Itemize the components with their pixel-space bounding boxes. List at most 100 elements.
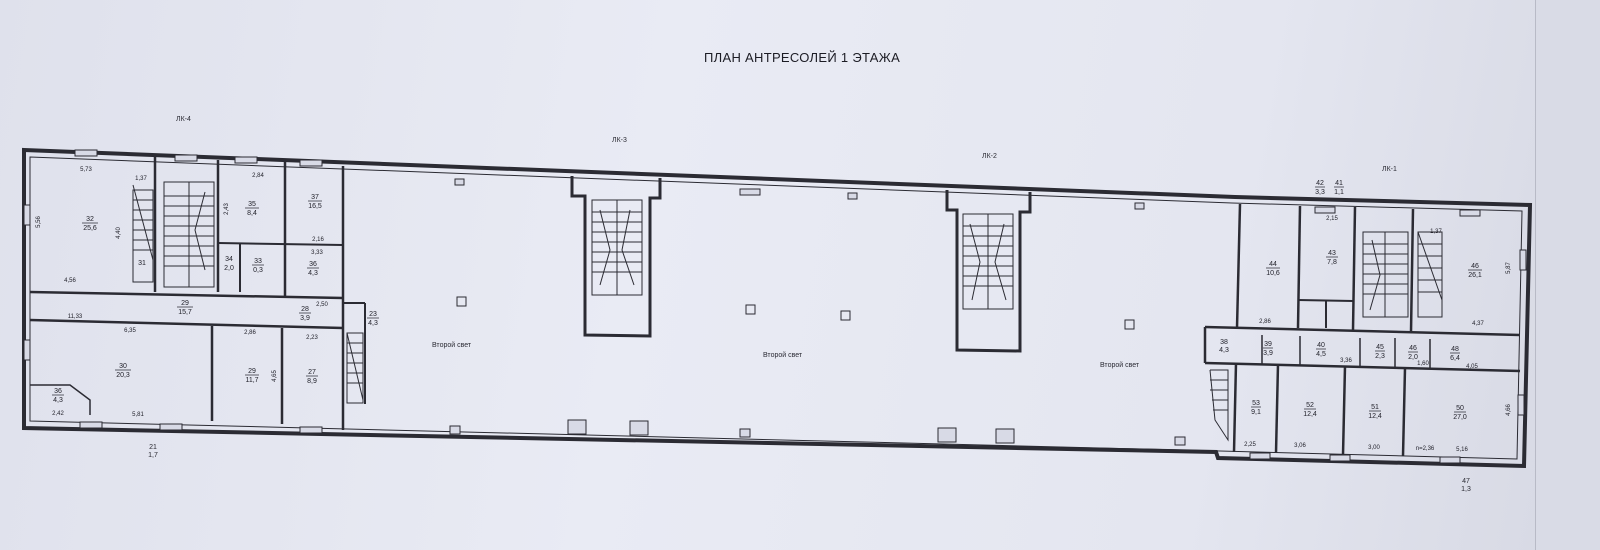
room-area: 12,4 — [1368, 413, 1382, 420]
dimension: 4,65 — [272, 370, 278, 382]
room-label: 52 12,4 — [1303, 402, 1317, 418]
room-number: 36 — [54, 388, 62, 395]
dimension: 4,66 — [1506, 404, 1512, 416]
dimension: 2,23 — [306, 335, 318, 341]
window-mark — [74, 149, 98, 157]
window-mark — [1459, 209, 1481, 217]
dimension: 2,16 — [312, 237, 324, 243]
room-label: 42 3,3 — [1315, 180, 1325, 196]
room-area: 3,3 — [1315, 189, 1325, 196]
dimension: 2,42 — [52, 411, 64, 417]
wall — [1204, 325, 1521, 337]
plan-title: ПЛАН АНТРЕСОЛЕЙ 1 ЭТАЖА — [704, 50, 901, 65]
dimension: 2,50 — [316, 302, 328, 308]
pier-mark — [937, 427, 957, 443]
room-label: 39 3,9 — [1263, 341, 1273, 357]
room-area: 6,4 — [1450, 355, 1460, 362]
window-mark — [1439, 456, 1461, 464]
dimension: 4,40 — [116, 227, 122, 239]
window-mark — [174, 154, 198, 162]
room-area: 2,3 — [1375, 353, 1385, 360]
room-number: 43 — [1328, 250, 1336, 257]
room-area: 0,3 — [253, 267, 263, 274]
room-area: 1,1 — [1334, 189, 1344, 196]
room-label: 36 4,3 — [307, 261, 319, 277]
room-number: 23 — [369, 311, 377, 318]
wall — [1274, 363, 1280, 454]
room-number: 48 — [1451, 346, 1459, 353]
room-label: 51 12,4 — [1368, 404, 1382, 420]
stair-flight-lk4 — [163, 181, 215, 288]
dimension: 2,86 — [1259, 319, 1271, 325]
dimension: 11,33 — [68, 314, 83, 320]
stair-flight-center-small — [346, 332, 364, 404]
room-area: 9,1 — [1251, 409, 1261, 416]
room-label: 50 27,0 — [1453, 405, 1467, 421]
room-number: 27 — [308, 369, 316, 376]
wall — [29, 290, 344, 300]
room-area: 27,0 — [1453, 414, 1467, 421]
stair-label-lk4: ЛК-4 — [176, 116, 191, 123]
dimension: 6,35 — [124, 328, 136, 334]
room-number: 51 — [1371, 404, 1379, 411]
stair-core-lk2 — [945, 190, 1032, 353]
window-mark — [299, 426, 323, 434]
staircases — [132, 181, 1443, 442]
room-label: 46 26,1 — [1468, 263, 1482, 279]
window-mark — [299, 159, 323, 167]
column — [456, 296, 467, 307]
pier-mark — [1134, 202, 1145, 210]
window-mark — [739, 188, 761, 196]
room-label: 46 2,0 — [1408, 345, 1418, 361]
room-area: 4,3 — [308, 270, 318, 277]
outer-wall — [22, 147, 1533, 469]
wall — [1232, 362, 1238, 453]
window-mark — [23, 339, 31, 361]
window-mark — [1314, 206, 1336, 214]
pier-mark — [629, 420, 649, 436]
room-area: 8,9 — [307, 378, 317, 385]
wall — [1341, 365, 1347, 456]
pier-mark — [739, 428, 751, 438]
room-label: 33 0,3 — [252, 258, 264, 274]
room-label: 28 3,9 — [299, 306, 311, 322]
pier-mark — [1174, 436, 1186, 446]
room-label: 34 2,0 — [224, 256, 234, 272]
wall — [1296, 205, 1302, 329]
wall — [1235, 203, 1242, 329]
dimension: 3,36 — [1340, 358, 1352, 364]
light-well-label-2: Второй свет — [763, 352, 803, 359]
dimension: 5,73 — [80, 167, 92, 173]
room-number: 38 — [1220, 339, 1228, 346]
room-label: 36 4,3 — [52, 388, 64, 404]
stair-core-lk3 — [570, 176, 662, 338]
room-label: 29 11,7 — [245, 368, 259, 384]
outer-wall-inner-line — [29, 156, 1523, 460]
pier-mark — [454, 178, 465, 186]
dimension: 2,84 — [252, 173, 264, 179]
room-label: 35 8,4 — [245, 201, 259, 217]
room-number: 31 — [138, 260, 146, 267]
room-number: 46 — [1471, 263, 1479, 270]
wall — [1401, 367, 1407, 457]
room-label: 41 1,1 — [1334, 180, 1344, 196]
room-number: 33 — [254, 258, 262, 265]
wall — [1204, 361, 1521, 373]
room-number: 30 — [119, 363, 127, 370]
dimension: 4,05 — [1466, 364, 1478, 370]
pier-mark — [567, 419, 587, 435]
room-area: 3,9 — [300, 315, 310, 322]
pier-mark — [847, 192, 858, 200]
room-number: 40 — [1317, 342, 1325, 349]
room-label: 38 4,3 — [1219, 339, 1229, 354]
wall — [1351, 206, 1357, 331]
window-mark — [1329, 454, 1351, 462]
dimension: 5,81 — [132, 412, 144, 418]
room-area: 2,0 — [224, 265, 234, 272]
dimension: 2,15 — [1326, 216, 1338, 222]
dimension: 3,00 — [1368, 445, 1380, 451]
stair-flight-east-small — [1209, 369, 1229, 442]
light-well-label-3: Второй свет — [1100, 362, 1140, 369]
room-label: 30 20,3 — [115, 363, 131, 379]
outside-room-area: 1,7 — [148, 452, 158, 459]
